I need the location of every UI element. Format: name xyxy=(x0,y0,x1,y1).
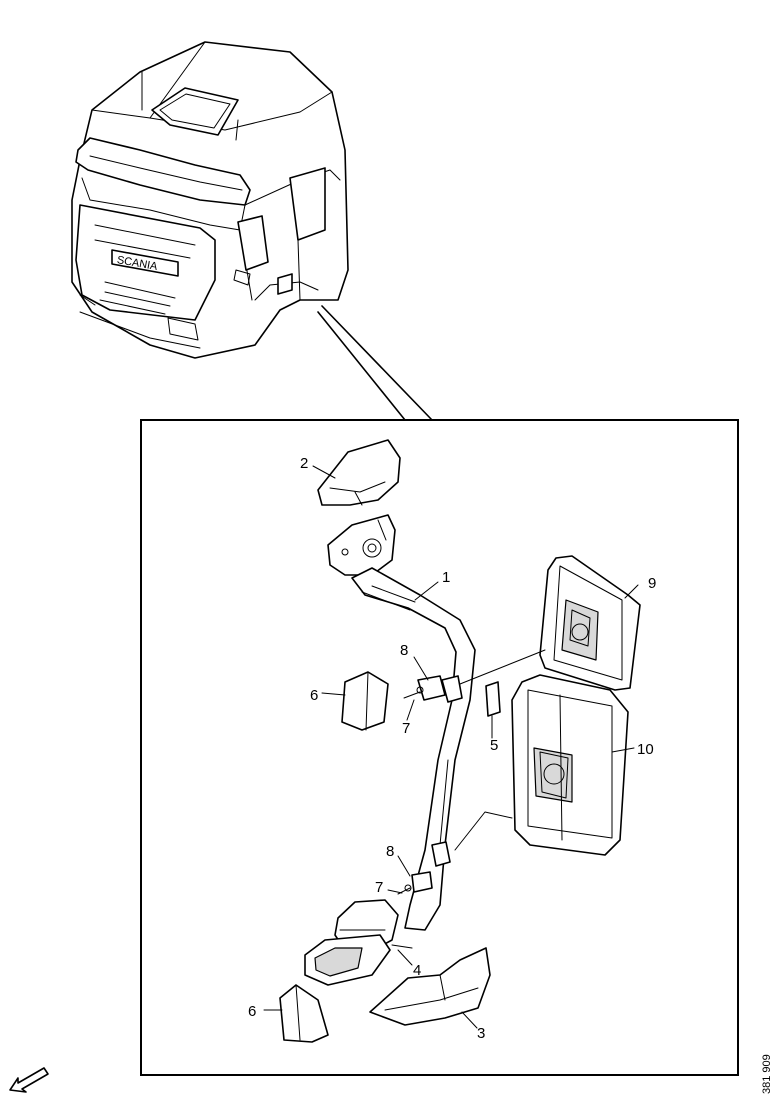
part-5-spacer xyxy=(485,681,501,717)
callout-7-upper: 7 xyxy=(402,720,410,737)
callout-10: 10 xyxy=(637,741,654,758)
part-6-upper-trim xyxy=(341,671,389,731)
upper-mount-bracket xyxy=(327,514,396,576)
callout-3: 3 xyxy=(477,1025,485,1042)
part-1-mirror-arm xyxy=(351,567,476,931)
zoom-leader-lines xyxy=(317,305,433,421)
callout-5: 5 xyxy=(490,737,498,754)
callout-8-upper: 8 xyxy=(400,642,408,659)
part-6-lower-trim xyxy=(279,984,329,1043)
lower-clamp xyxy=(397,841,451,895)
callout-leaders xyxy=(263,465,639,1029)
forward-arrow-icon xyxy=(9,1067,49,1093)
callout-1: 1 xyxy=(442,569,450,586)
upper-clamp xyxy=(403,675,463,703)
part-2-upper-cover xyxy=(317,439,401,506)
leader-10-to-arm xyxy=(454,811,513,851)
callout-7-lower: 7 xyxy=(375,879,383,896)
leader-9-to-arm xyxy=(459,649,546,685)
callout-8-lower: 8 xyxy=(386,843,394,860)
callout-2: 2 xyxy=(300,455,308,472)
part-9-wide-angle-mirror xyxy=(539,555,641,691)
part-3-lower-cover xyxy=(369,947,491,1026)
detail-frame xyxy=(140,419,739,1076)
callout-6-lower: 6 xyxy=(248,1003,256,1020)
callout-4: 4 xyxy=(413,962,421,979)
part-10-main-mirror xyxy=(511,674,629,856)
callout-9: 9 xyxy=(648,575,656,592)
figure-number: 381 909 xyxy=(761,1054,773,1094)
lower-mount-housing xyxy=(304,899,413,986)
callout-6-upper: 6 xyxy=(310,687,318,704)
truck-cab-illustration: SCANIA xyxy=(71,41,349,359)
